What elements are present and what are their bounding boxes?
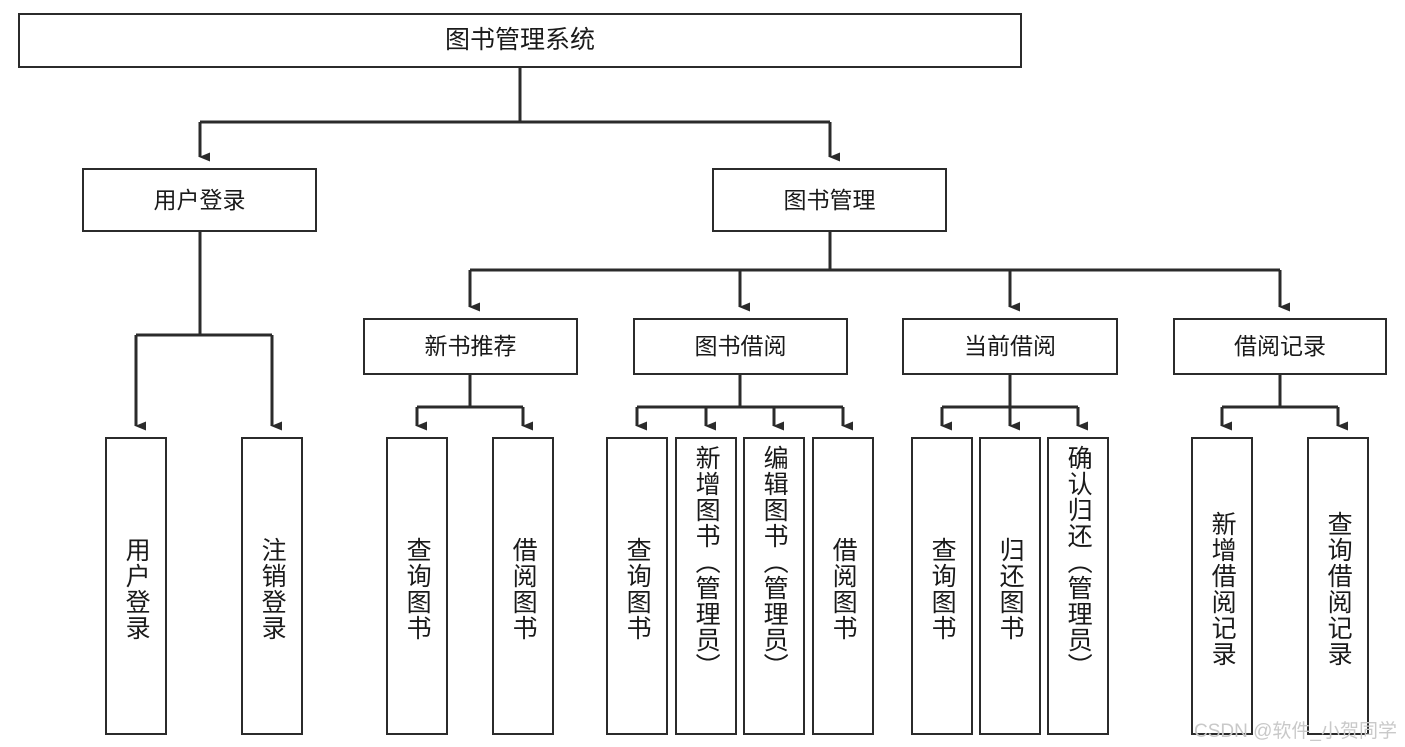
- node-leaf-user-login-label: 用户登录: [122, 537, 151, 641]
- node-root-system[interactable]: 图书管理系统: [18, 13, 1022, 68]
- node-new-book-recommend-label: 新书推荐: [424, 333, 517, 360]
- node-leaf-borrow-book-recommend-label: 借阅图书: [509, 537, 538, 641]
- node-leaf-query-book-recommend-label: 查询图书: [403, 537, 432, 641]
- node-leaf-query-borrow-record-label: 查询借阅记录: [1324, 511, 1353, 667]
- node-leaf-add-borrow-record-label: 新增借阅记录: [1208, 511, 1237, 667]
- node-leaf-logout[interactable]: 注销登录: [241, 437, 303, 735]
- node-leaf-query-book-borrow[interactable]: 查询图书: [606, 437, 668, 735]
- node-borrow-record[interactable]: 借阅记录: [1173, 318, 1387, 375]
- node-leaf-confirm-return-admin-label: 确认归还（管理员）: [1064, 445, 1093, 679]
- node-new-book-recommend[interactable]: 新书推荐: [363, 318, 578, 375]
- node-leaf-query-book-current-label: 查询图书: [928, 537, 957, 641]
- node-leaf-add-book-admin-label: 新增图书（管理员）: [692, 445, 721, 679]
- node-leaf-user-login[interactable]: 用户登录: [105, 437, 167, 735]
- node-leaf-edit-book-admin-label: 编辑图书（管理员）: [760, 445, 789, 679]
- node-leaf-borrow-book-label: 借阅图书: [829, 537, 858, 641]
- node-leaf-add-borrow-record[interactable]: 新增借阅记录: [1191, 437, 1253, 735]
- node-leaf-borrow-book-recommend[interactable]: 借阅图书: [492, 437, 554, 735]
- node-book-management-label: 图书管理: [783, 186, 876, 213]
- node-book-borrow[interactable]: 图书借阅: [633, 318, 848, 375]
- node-leaf-query-book-recommend[interactable]: 查询图书: [386, 437, 448, 735]
- node-leaf-return-book[interactable]: 归还图书: [979, 437, 1041, 735]
- node-leaf-confirm-return-admin[interactable]: 确认归还（管理员）: [1047, 437, 1109, 735]
- node-root-system-label: 图书管理系统: [444, 25, 595, 54]
- node-leaf-edit-book-admin[interactable]: 编辑图书（管理员）: [743, 437, 805, 735]
- node-book-management[interactable]: 图书管理: [712, 168, 947, 232]
- node-user-login[interactable]: 用户登录: [82, 168, 317, 232]
- node-user-login-label: 用户登录: [153, 186, 246, 213]
- node-leaf-logout-label: 注销登录: [258, 537, 287, 641]
- node-leaf-query-borrow-record[interactable]: 查询借阅记录: [1307, 437, 1369, 735]
- node-leaf-query-book-current[interactable]: 查询图书: [911, 437, 973, 735]
- node-current-borrow-label: 当前借阅: [964, 333, 1056, 360]
- node-leaf-borrow-book[interactable]: 借阅图书: [812, 437, 874, 735]
- node-borrow-record-label: 借阅记录: [1234, 333, 1326, 360]
- node-current-borrow[interactable]: 当前借阅: [902, 318, 1118, 375]
- node-leaf-add-book-admin[interactable]: 新增图书（管理员）: [675, 437, 737, 735]
- node-leaf-query-book-borrow-label: 查询图书: [623, 537, 652, 641]
- node-leaf-return-book-label: 归还图书: [996, 537, 1025, 641]
- node-book-borrow-label: 图书借阅: [694, 333, 787, 360]
